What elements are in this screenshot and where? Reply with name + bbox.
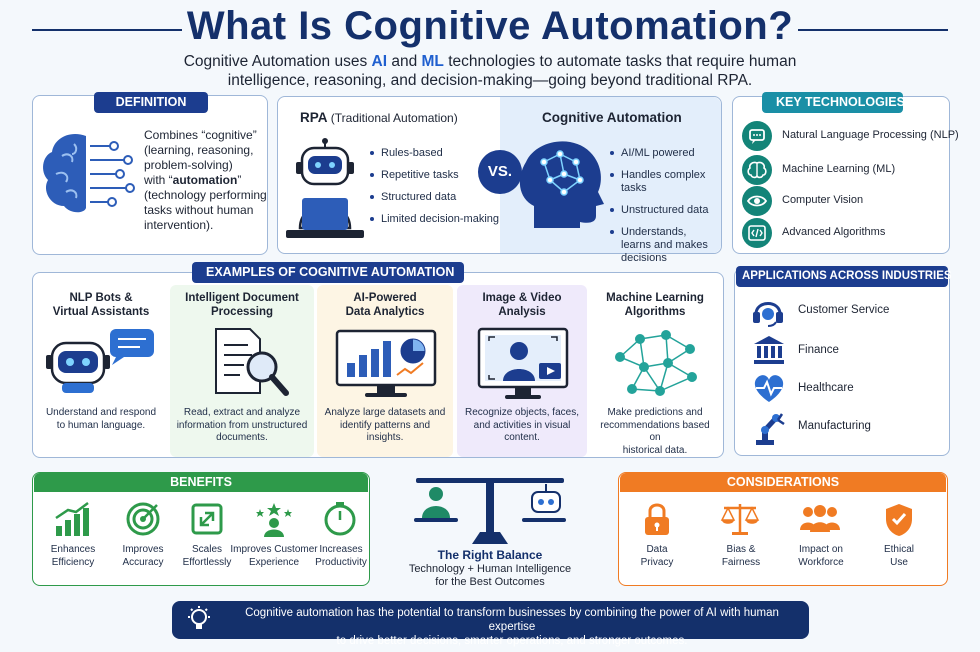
rpa-item: Structured data [370, 191, 499, 204]
example-card-nlp-bots: NLP Bots &Virtual Assistants Understand … [36, 285, 166, 457]
key-tech-nlp: Natural Language Processing (NLP) [742, 121, 967, 151]
network-graph-icon [615, 330, 697, 396]
analytics-monitor-icon [335, 329, 437, 397]
application-finance: Finance [750, 334, 965, 368]
application-healthcare: Healthcare [750, 372, 965, 406]
footer-text: Cognitive automation has the potential t… [245, 607, 779, 647]
heart-pulse-icon [754, 375, 784, 402]
key-tech-cv: Computer Vision [742, 186, 967, 216]
vs-badge: VS. [478, 150, 522, 194]
examples-label: EXAMPLES OF COGNITIVE AUTOMATION [192, 262, 464, 283]
shield-check-icon [886, 504, 912, 536]
consideration-bias-fairness: Bias &Fairness [721, 544, 761, 568]
rpa-list: Rules-based Repetitive tasks Structured … [370, 147, 499, 235]
considerations-header [620, 473, 946, 492]
chat-icon [742, 121, 772, 151]
robot-arm-icon [756, 413, 785, 445]
balance-scale-icon [414, 478, 566, 544]
cognitive-title: Cognitive Automation [542, 110, 682, 125]
rpa-item: Rules-based [370, 147, 499, 160]
balance-title: The Right Balance [437, 548, 543, 562]
page-title: What Is Cognitive Automation? [186, 4, 794, 48]
title-rule-right [798, 29, 948, 31]
bank-icon [754, 336, 784, 364]
video-analysis-icon [477, 327, 569, 399]
application-customer-service: Customer Service [750, 294, 965, 328]
applications-label: APPLICATIONS ACROSS INDUSTRIES [736, 266, 952, 287]
eye-icon [742, 186, 772, 216]
workforce-icon [800, 505, 840, 532]
footer-banner: Cognitive automation has the potential t… [172, 601, 809, 647]
customer-stars-icon [256, 503, 292, 537]
robot-laptop-icon [286, 138, 364, 238]
rpa-item: Repetitive tasks [370, 169, 499, 182]
page-subtitle: Cognitive Automation uses AI and ML tech… [183, 53, 797, 89]
chatbot-icon [46, 329, 154, 393]
definition-text: Combines “cognitive” (learning, reasonin… [144, 128, 267, 232]
lock-icon [645, 503, 669, 535]
cognitive-item: Handles complex tasks [610, 169, 718, 195]
growth-chart-icon [55, 502, 89, 536]
scale-arrows-icon [191, 503, 223, 535]
key-tech-algorithms: Advanced Algorithms [742, 218, 967, 248]
target-icon [126, 502, 160, 536]
stopwatch-icon [324, 502, 356, 536]
code-icon [742, 218, 772, 248]
cognitive-list: AI/ML powered Handles complex tasks Unst… [610, 147, 718, 274]
considerations-label: CONSIDERATIONS [726, 475, 840, 489]
justice-scale-icon [720, 504, 760, 535]
rpa-title: RPA (Traditional Automation) [300, 110, 458, 125]
lightbulb-icon [188, 606, 210, 629]
benefits-header [34, 473, 368, 492]
rpa-item: Limited decision-making [370, 213, 499, 226]
key-technologies-label: KEY TECHNOLOGIES [762, 92, 905, 113]
document-search-icon [215, 328, 289, 396]
cognitive-item: Unstructured data [610, 204, 718, 217]
benefits-label: BENEFITS [170, 475, 232, 489]
cognitive-item: AI/ML powered [610, 147, 718, 160]
key-tech-ml: Machine Learning (ML) [742, 155, 967, 185]
definition-label: DEFINITION [94, 92, 208, 113]
title-rule-left [32, 29, 182, 31]
headset-icon [753, 302, 783, 327]
cognitive-item: Understands, learns and makes decisions [610, 226, 718, 265]
brain-circuit-icon [43, 133, 135, 213]
ai-head-icon [519, 141, 604, 228]
application-manufacturing: Manufacturing [750, 410, 965, 445]
brain-icon [742, 155, 772, 185]
